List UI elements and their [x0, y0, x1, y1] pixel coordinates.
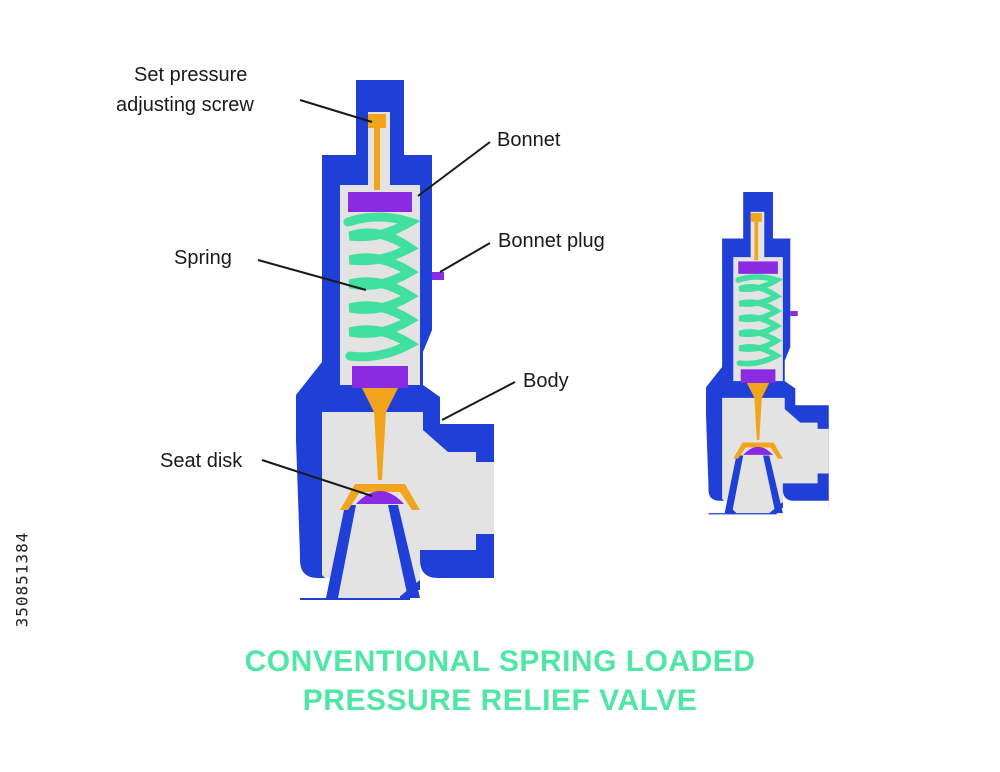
leader-bonnet-plug: [439, 242, 491, 273]
outlet-passage: [440, 462, 494, 534]
disk-holder: [340, 484, 420, 510]
small-lower-plate: [740, 369, 776, 383]
small-outlet-passage: [795, 428, 829, 474]
leader-set-pressure: [299, 99, 373, 123]
label-spring: Spring: [174, 247, 232, 269]
nozzle-wall-right: [388, 505, 420, 598]
small-spring: [735, 274, 784, 367]
small-nozzle-wall-left: [724, 455, 744, 514]
small-nozzle-wall-right: [763, 455, 783, 514]
title-line-1: CONVENTIONAL SPRING LOADED: [244, 645, 756, 678]
label-bonnet: Bonnet: [497, 129, 561, 151]
upper-spring-plate: [348, 192, 412, 212]
adjusting-screw-shaft: [374, 128, 380, 190]
small-cutout-right: [782, 489, 829, 514]
leader-seat-disk: [261, 459, 373, 497]
adjusting-screw-head: [368, 114, 386, 128]
spring: [343, 212, 421, 362]
leader-bonnet: [417, 141, 491, 197]
nozzle-wall-left: [326, 505, 356, 598]
label-set-pressure-line1: Set pressure: [134, 64, 248, 86]
small-screw-head: [750, 213, 762, 222]
lower-spring-plate: [352, 366, 408, 388]
small-stem: [746, 382, 770, 440]
small-bonnet-plug: [790, 311, 798, 316]
label-set-pressure-line2: adjusting screw: [116, 94, 254, 116]
outlet-flange: [476, 424, 494, 460]
small-body-cavity: [722, 397, 818, 514]
title-line-2: PRESSURE RELIEF VALVE: [302, 684, 698, 717]
stock-id: 350851384: [12, 531, 32, 628]
large-valve: [296, 80, 494, 600]
small-cutout-left: [708, 489, 728, 514]
inlet-cutout-right: [420, 560, 494, 598]
leader-spring: [257, 259, 367, 291]
leader-lines: [257, 99, 516, 497]
label-bonnet-plug: Bonnet plug: [498, 230, 605, 252]
bonnet-plug: [432, 272, 444, 280]
inlet-cutout-left: [300, 560, 330, 598]
small-disk-holder: [733, 442, 783, 459]
label-body: Body: [523, 370, 569, 392]
stem: [362, 388, 398, 480]
small-valve: [706, 192, 829, 515]
small-upper-plate: [738, 261, 778, 274]
label-seat-disk: Seat disk: [160, 450, 243, 472]
small-screw-shaft: [754, 221, 759, 261]
leader-body: [441, 381, 516, 421]
small-seat-disk: [743, 446, 773, 455]
